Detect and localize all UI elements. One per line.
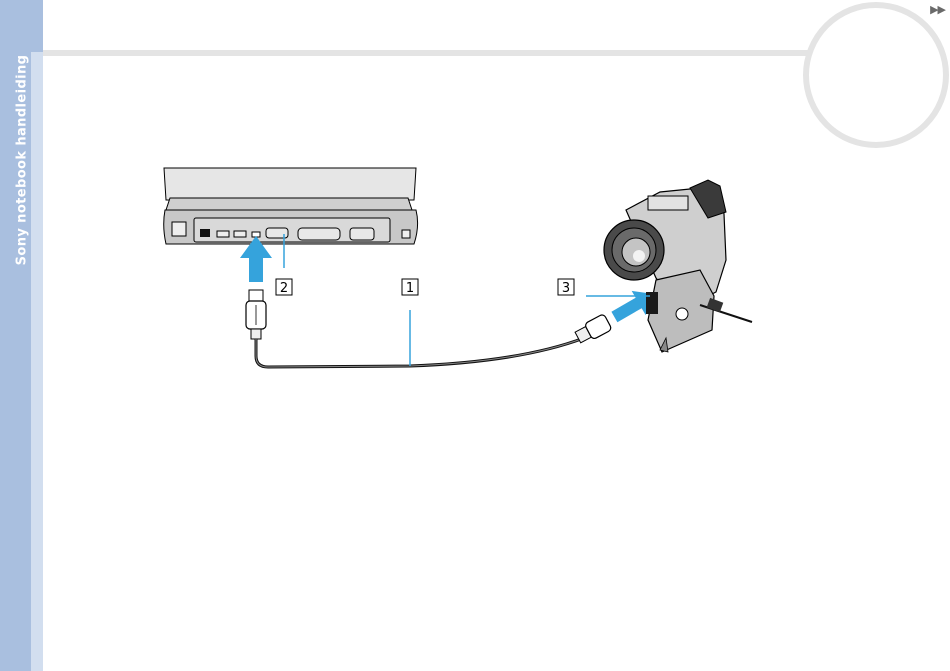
laptop-rear-view (164, 168, 418, 244)
callout-1: 1 (402, 279, 418, 366)
svg-text:3: 3 (562, 281, 570, 296)
laptop-side-plug-icon (246, 290, 266, 339)
svg-text:1: 1 (406, 281, 414, 296)
camera-side-plug-icon (574, 314, 612, 346)
camcorder-illustration (604, 180, 752, 352)
svg-text:2: 2 (280, 281, 288, 296)
